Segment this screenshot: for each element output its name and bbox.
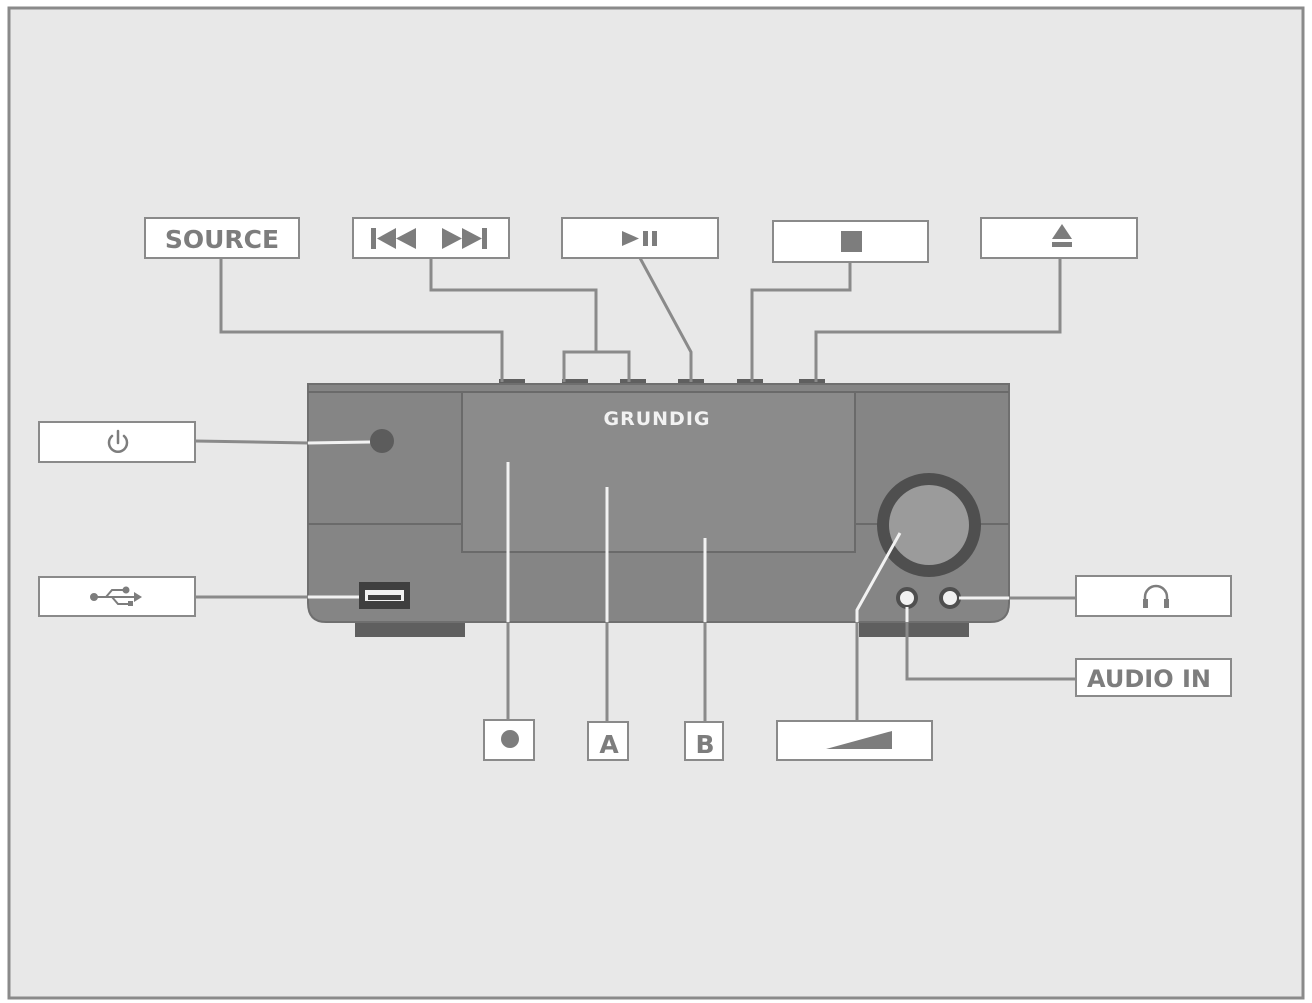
label-stop bbox=[772, 220, 929, 263]
label-power bbox=[38, 421, 196, 463]
label-volume bbox=[776, 720, 933, 761]
label-usb bbox=[38, 576, 196, 617]
leader-power-inside bbox=[307, 440, 371, 445]
leader-power-outside bbox=[194, 439, 309, 445]
label-audio-in-box bbox=[1075, 658, 1232, 697]
leader-lines bbox=[194, 257, 1076, 722]
label-b-box bbox=[684, 721, 724, 761]
device-foot-right bbox=[859, 619, 969, 637]
leader-skip-bracket bbox=[562, 350, 631, 382]
leader-stop bbox=[750, 262, 852, 382]
brand-logo: GRUNDIG bbox=[604, 408, 711, 430]
headphones-icon bbox=[1143, 584, 1169, 608]
power-icon bbox=[107, 429, 129, 453]
record-dot-icon bbox=[501, 730, 519, 748]
headphone-jack bbox=[939, 587, 961, 609]
play-pause-icon bbox=[622, 231, 657, 246]
label-volume-box bbox=[776, 720, 933, 761]
usb-icon bbox=[90, 586, 142, 606]
leader-play-pause bbox=[638, 257, 693, 382]
label-headphones bbox=[1075, 575, 1232, 617]
usb-port-tongue bbox=[368, 595, 401, 600]
label-b: B bbox=[684, 721, 724, 761]
label-play-pause bbox=[561, 217, 719, 259]
label-play-pause-box bbox=[561, 217, 719, 259]
label-a-box bbox=[587, 721, 629, 761]
leader-skip bbox=[429, 258, 598, 352]
volume-wedge-icon bbox=[826, 731, 892, 749]
leader-audio-in-outside bbox=[905, 622, 1076, 681]
volume-knob bbox=[889, 485, 969, 565]
device: GRUNDIG bbox=[307, 379, 1010, 637]
label-a-text: A bbox=[599, 730, 619, 759]
audio-in-jack bbox=[896, 587, 918, 609]
device-foot-left bbox=[355, 619, 465, 637]
stop-icon bbox=[841, 231, 862, 252]
leader-volume-inside bbox=[855, 532, 902, 622]
skip-back-forward-icon bbox=[371, 228, 487, 249]
leader-eject bbox=[814, 258, 1062, 382]
label-record bbox=[483, 719, 535, 761]
leader-source bbox=[219, 258, 504, 382]
label-source: SOURCE bbox=[144, 217, 300, 259]
label-skip bbox=[352, 217, 510, 259]
label-b-text: B bbox=[695, 730, 714, 759]
label-eject bbox=[980, 217, 1138, 259]
label-a: A bbox=[587, 721, 629, 761]
label-audio-in: AUDIO IN bbox=[1075, 658, 1232, 697]
label-audio-in-text: AUDIO IN bbox=[1087, 665, 1211, 693]
label-source-box bbox=[144, 217, 300, 259]
cd-tray-panel bbox=[461, 391, 856, 553]
power-button bbox=[370, 429, 394, 453]
eject-icon bbox=[1052, 224, 1072, 247]
label-headphones-box bbox=[1075, 575, 1232, 617]
label-stop-box bbox=[772, 220, 929, 263]
label-source-text: SOURCE bbox=[165, 225, 279, 254]
